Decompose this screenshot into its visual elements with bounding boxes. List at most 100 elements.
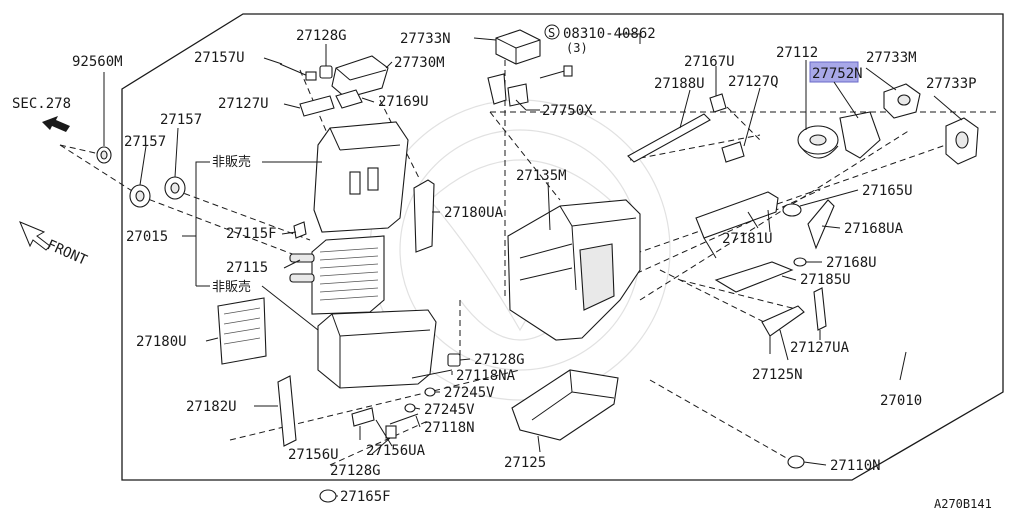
label-27752N[interactable]: 27752N [812, 66, 863, 82]
label-not-for-sale-1: 非販売 [212, 154, 251, 170]
clip-27128G-bottom[interactable] [385, 425, 397, 439]
grommet-92560M[interactable] [96, 146, 112, 164]
label-27167U[interactable]: 27167U [684, 54, 735, 70]
motor-actuator-27733N[interactable] [495, 29, 541, 65]
label-27165F[interactable]: 27165F [340, 489, 391, 505]
label-27118N[interactable]: 27118N [424, 420, 475, 436]
seal-strip-27182U[interactable] [277, 375, 297, 447]
part-labels: 92560M SEC.278 FRONT 27157 27157 27015 2… [12, 24, 992, 511]
label-27733N[interactable]: 27733N [400, 31, 451, 47]
actuator-27733P[interactable] [945, 117, 979, 165]
label-27185U[interactable]: 27185U [800, 272, 851, 288]
label-27127U[interactable]: 27127U [218, 96, 269, 112]
label-27169U[interactable]: 27169U [378, 94, 429, 110]
figure-code: A270B141 [934, 497, 992, 511]
nut-27110N[interactable] [787, 455, 805, 469]
bracket-27750X[interactable] [487, 73, 529, 107]
label-27188U[interactable]: 27188U [654, 76, 705, 92]
rod-27118NA[interactable] [411, 369, 453, 379]
link-27245V-a[interactable] [424, 387, 436, 397]
seal-ring-27157-right[interactable] [164, 176, 186, 200]
actuator-27733M[interactable] [883, 83, 921, 119]
label-27156UA[interactable]: 27156UA [366, 443, 426, 459]
assembly-outline [121, 13, 1004, 481]
label-27128G-top[interactable]: 27128G [296, 28, 347, 44]
bolt-27165F[interactable] [319, 489, 337, 503]
seal-27180UA[interactable] [413, 179, 435, 253]
label-27128G-bottom[interactable]: 27128G [330, 463, 381, 479]
link-27245V-b[interactable] [404, 403, 416, 413]
label-27110N[interactable]: 27110N [830, 458, 881, 474]
label-sec278[interactable]: SEC.278 [12, 96, 71, 112]
actuator-27730M[interactable] [331, 55, 389, 99]
front-arrow-icon [19, 221, 51, 251]
label-27168U[interactable]: 27168U [826, 255, 877, 271]
label-27115[interactable]: 27115 [226, 260, 268, 276]
rod-27118N[interactable] [389, 413, 419, 425]
label-27182U[interactable]: 27182U [186, 399, 237, 415]
label-27128G-mid[interactable]: 27128G [474, 352, 525, 368]
label-27015[interactable]: 27015 [126, 229, 168, 245]
screw-08310-40862[interactable] [539, 65, 573, 79]
label-27010[interactable]: 27010 [880, 393, 922, 409]
lever-27168UA[interactable] [807, 199, 835, 250]
label-screw-s: S [548, 26, 555, 40]
leader-lines [103, 33, 963, 497]
label-27127Q[interactable]: 27127Q [728, 74, 779, 90]
label-27135M[interactable]: 27135M [516, 168, 567, 184]
bracket-27752N[interactable] [839, 111, 881, 159]
label-27733P[interactable]: 27733P [926, 76, 977, 92]
blower-wheel-27112[interactable] [797, 125, 839, 159]
drain-tray-27125[interactable] [511, 369, 619, 441]
label-27181U[interactable]: 27181U [722, 231, 773, 247]
link-27127U[interactable] [299, 95, 335, 117]
link-27127UA[interactable] [813, 287, 827, 331]
label-27165U[interactable]: 27165U [862, 183, 913, 199]
link-27127Q[interactable] [721, 141, 745, 163]
duct-27181U[interactable] [695, 191, 779, 259]
label-27127UA[interactable]: 27127UA [790, 340, 850, 356]
label-27245V-a[interactable]: 27245V [444, 385, 495, 401]
link-27169U[interactable] [335, 89, 363, 109]
clip-27128G-mid[interactable] [447, 353, 461, 367]
label-27730M[interactable]: 27730M [394, 55, 445, 71]
label-27125[interactable]: 27125 [504, 455, 546, 471]
label-front: FRONT [44, 237, 90, 269]
clip-27168U[interactable] [793, 257, 807, 267]
clip-27115F[interactable] [293, 221, 307, 239]
heater-core-27115[interactable] [289, 235, 385, 315]
label-not-for-sale-2: 非販売 [212, 279, 251, 295]
label-27245V-b[interactable]: 27245V [424, 402, 475, 418]
bracket-27156U[interactable] [351, 407, 375, 427]
label-27125N[interactable]: 27125N [752, 367, 803, 383]
bolt-27157U[interactable] [279, 63, 317, 81]
seal-27188U[interactable] [627, 113, 711, 163]
lever-27167U[interactable] [709, 93, 727, 113]
label-92560M[interactable]: 92560M [72, 54, 123, 70]
label-screw-qty: (3) [566, 41, 588, 55]
label-27733M[interactable]: 27733M [866, 50, 917, 66]
sec-arrow-icon [42, 116, 70, 132]
filter-27185U[interactable] [714, 261, 794, 293]
label-27750X[interactable]: 27750X [542, 103, 593, 119]
upper-case-shell[interactable] [313, 121, 409, 233]
label-27168UA[interactable]: 27168UA [844, 221, 904, 237]
label-27156U[interactable]: 27156U [288, 447, 339, 463]
label-08310-40862[interactable]: 08310-40862 [563, 26, 656, 42]
label-27157-left[interactable]: 27157 [124, 134, 166, 150]
clip-27128G-top[interactable] [319, 65, 333, 79]
screw-s-circle [544, 24, 560, 40]
filter-27180U[interactable] [217, 297, 267, 365]
label-27157U[interactable]: 27157U [194, 50, 245, 66]
label-27180UA[interactable]: 27180UA [444, 205, 504, 221]
label-27157-right[interactable]: 27157 [160, 112, 202, 128]
label-27112[interactable]: 27112 [776, 45, 818, 61]
label-27115F[interactable]: 27115F [226, 226, 277, 242]
link-27165U[interactable] [782, 203, 802, 217]
seal-ring-27157-left[interactable] [129, 184, 151, 208]
main-case-27135M[interactable] [507, 199, 641, 341]
label-27118NA[interactable]: 27118NA [456, 368, 516, 384]
label-27180U[interactable]: 27180U [136, 334, 187, 350]
cover-27125N[interactable] [761, 305, 805, 354]
